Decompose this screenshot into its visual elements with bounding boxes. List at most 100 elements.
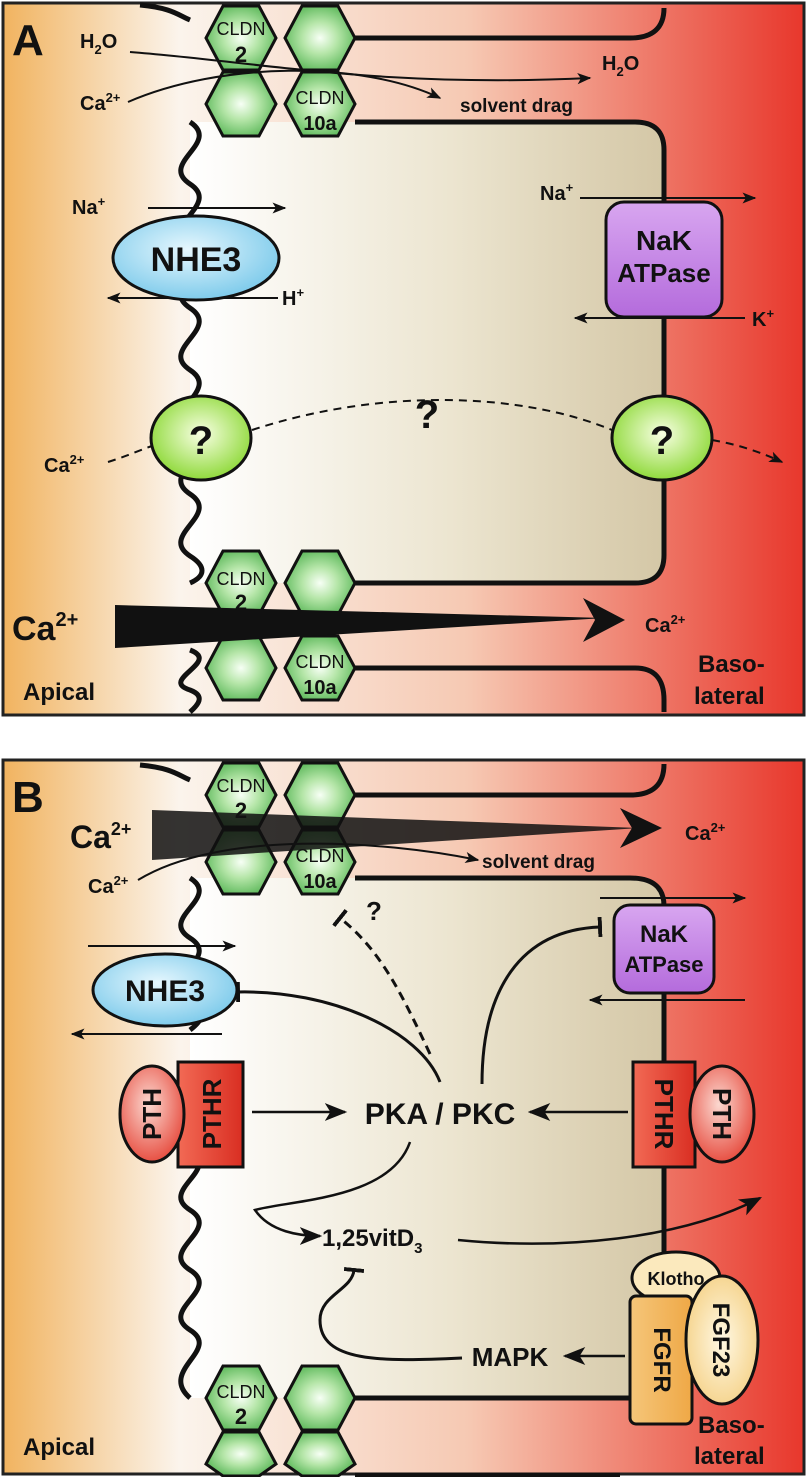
panel-a-apical-membrane-top: [139, 2, 192, 23]
panel-a-apical-membrane: [178, 119, 205, 586]
cldn2-number: 2: [235, 1404, 247, 1429]
mapk-label: MAPK: [472, 1342, 549, 1372]
mapk-inhibits-vitd: [318, 1266, 463, 1362]
cldn10a-label: CLDN: [295, 88, 344, 108]
pth-hormone-right: [688, 1064, 756, 1164]
calcium-exit-dashed: [711, 439, 784, 463]
claudin-hexagon: [283, 1364, 357, 1432]
calcium-solvent-drag-arrow: [137, 842, 480, 881]
proton-out-label: H+: [282, 285, 304, 310]
claudin-hexagon: [283, 4, 357, 72]
claudin-hexagon: [204, 4, 278, 72]
panel-a-claudin-group-top: CLDN 2 CLDN 10a: [204, 4, 357, 138]
nhe3-label: NHE3: [151, 241, 242, 279]
unknown-apical-label: ?: [189, 419, 213, 463]
calcium-out-label: Ca2+: [685, 820, 726, 845]
water-in-label: H2O: [80, 31, 117, 57]
panel-a-claudin-group-bottom: CLDN 2 CLDN 10a: [115, 549, 625, 702]
vitd-label: 1,25vitD3: [322, 1225, 422, 1257]
pth-right-label: PTH: [707, 1088, 737, 1140]
panel-b-claudin-group-bottom: CLDN 2: [204, 1364, 357, 1478]
calcium-paracellular-wedge: [115, 605, 605, 648]
nhe3-transporter: [111, 214, 281, 302]
basolateral-label-line2: lateral: [694, 683, 765, 710]
panel-a: CLDN 2 CLDN 10a H2O H2O Ca2+ solvent dra…: [1, 1, 806, 717]
cldn2-number: 2: [235, 798, 247, 823]
pthr-right-label: PTHR: [649, 1079, 679, 1150]
unknown-apical-channel: [149, 394, 253, 482]
sodium-out-label: Na+: [540, 180, 574, 205]
unknown-basolateral-channel: [610, 394, 714, 482]
nak-label-line2: ATPase: [617, 258, 710, 288]
nak-label-line1: NaK: [640, 921, 689, 948]
fgf23-label: FGF23: [707, 1303, 734, 1378]
cldn2-number: 2: [235, 42, 247, 67]
basolateral-label-line1: Baso-: [698, 1412, 765, 1439]
cldn10a-number: 10a: [303, 113, 337, 135]
calcium-small-label: Ca2+: [88, 873, 129, 898]
panel-b: CLDN 2 CLDN 10a Ca2+ Ca2+ Ca2+ solvent d…: [1, 758, 806, 1478]
solvent-drag-label: solvent drag: [460, 96, 573, 117]
pka-inhibits-claudin-dashed: [332, 908, 432, 1055]
cldn10a-number: 10a: [303, 677, 337, 699]
claudin-hexagon: [204, 1430, 278, 1478]
pth-hormone-left: [118, 1064, 186, 1164]
unknown-basolateral-label: ?: [650, 419, 674, 463]
nak-atpase-pump: [604, 200, 724, 319]
claudin-hexagon: [283, 1430, 357, 1478]
fgf23-hormone: [684, 1274, 760, 1406]
question-mark-label: ?: [366, 896, 382, 926]
panel-a-upper-cell-edge: [355, 7, 667, 41]
calcium-trans-label: Ca2+: [44, 452, 85, 477]
pthr-receptor-left: [176, 1060, 245, 1169]
panel-b-cell: [190, 878, 664, 1398]
panel-b-apical-membrane-top: [139, 762, 192, 783]
pka-pkc-label: PKA / PKC: [365, 1098, 516, 1131]
claudin-hexagon: [204, 634, 278, 702]
solvent-drag-label: solvent drag: [482, 852, 595, 873]
claudin-hexagon: [204, 1364, 278, 1432]
nak-label-line2: ATPase: [624, 952, 703, 977]
calcium-paracellular-arrowhead: [583, 598, 625, 642]
cldn2-label: CLDN: [216, 776, 265, 796]
cldn2-label: CLDN: [216, 19, 265, 39]
pthr-left-label: PTHR: [197, 1078, 227, 1149]
panel-a-lower-cell-edge: [355, 665, 667, 712]
unknown-transit-label: ?: [415, 393, 439, 437]
panel-a-letter: A: [12, 16, 44, 65]
cldn10a-label: CLDN: [295, 652, 344, 672]
calcium-solvent-drag-arrow: [127, 69, 442, 103]
panel-b-claudin-group-top: CLDN 2 CLDN 10a: [152, 761, 662, 896]
sodium-in-label: Na+: [72, 194, 106, 219]
cldn2-number: 2: [235, 590, 247, 615]
nak-atpase-pump: [612, 903, 716, 995]
nhe3-label: NHE3: [125, 975, 205, 1008]
cldn10a-number: 10a: [303, 871, 337, 893]
vitd-out-arrow: [457, 1196, 762, 1245]
claudin-hexagon: [283, 549, 357, 617]
calcium-big-label: Ca2+: [70, 819, 131, 855]
klotho-label: Klotho: [648, 1269, 705, 1289]
pka-inhibits-nak: [480, 916, 603, 1085]
claudin-hexagon: [204, 70, 278, 138]
calcium-top-label: Ca2+: [80, 90, 121, 115]
apical-label: Apical: [23, 1434, 95, 1461]
apical-label: Apical: [23, 679, 95, 706]
cldn10a-label: CLDN: [295, 846, 344, 866]
fgfr-label: FGFR: [648, 1327, 675, 1392]
potassium-in-label: K+: [752, 306, 774, 331]
calcium-transcellular-dashed: [251, 399, 613, 431]
basolateral-label-line1: Baso-: [698, 651, 765, 678]
calcium-paracellular-out-label: Ca2+: [645, 612, 686, 637]
calcium-paracellular-arrowhead: [620, 808, 662, 848]
panel-b-upper-cell-edge: [355, 763, 667, 798]
pth-left-label: PTH: [137, 1088, 167, 1140]
claudin-hexagon: [283, 70, 357, 138]
panel-b-letter: B: [12, 773, 44, 822]
pka-to-vitd-arrow: [252, 1141, 412, 1245]
basolateral-label-line2: lateral: [694, 1443, 765, 1470]
panel-a-cell-outline: [355, 119, 667, 586]
water-out-label: H2O: [602, 53, 639, 79]
